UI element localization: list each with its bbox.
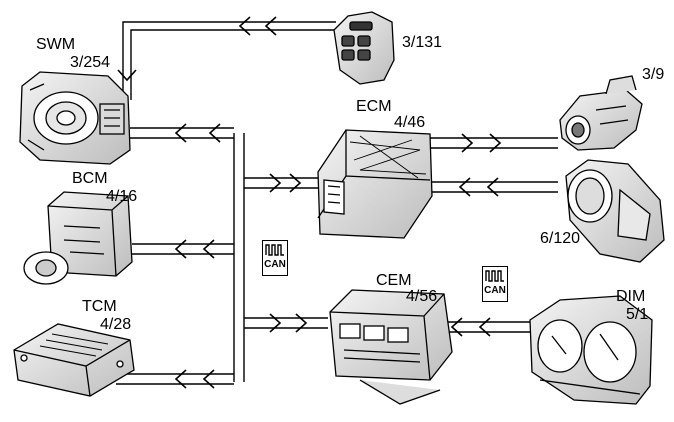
bcm-name-label: BCM bbox=[72, 170, 108, 187]
bcm-module-image bbox=[23, 191, 133, 285]
double-arrow-icon bbox=[174, 123, 187, 143]
can-label-right: CAN bbox=[484, 285, 506, 296]
swm-code-label: 3/254 bbox=[70, 54, 111, 71]
double-arrow-icon bbox=[269, 173, 282, 193]
double-arrow-icon bbox=[117, 69, 137, 82]
steering-buttons-image bbox=[333, 11, 395, 85]
tcm-code-label: 4/28 bbox=[100, 316, 132, 333]
cem-name-label: CEM bbox=[376, 272, 412, 289]
double-arrow-icon bbox=[202, 239, 215, 259]
connection-arrows bbox=[117, 16, 502, 389]
double-arrow-icon bbox=[478, 317, 491, 337]
double-arrow-icon bbox=[174, 239, 187, 259]
sensor-code-label: 3/9 bbox=[642, 66, 665, 83]
double-arrow-icon bbox=[450, 317, 463, 337]
swm-module-image bbox=[19, 71, 131, 165]
double-arrow-icon bbox=[489, 133, 502, 153]
can-bus-icon: CAN bbox=[482, 266, 508, 302]
ecm-module-image bbox=[317, 129, 433, 239]
tcm-name-label: TCM bbox=[82, 298, 117, 315]
can-label-left: CAN bbox=[264, 259, 286, 270]
swm-name-label: SWM bbox=[36, 36, 76, 53]
sensor-image bbox=[559, 75, 643, 151]
steering-buttons-code-label: 3/131 bbox=[402, 34, 443, 51]
double-arrow-icon bbox=[486, 177, 499, 197]
ecm-code-label: 4/46 bbox=[394, 114, 426, 131]
cem-code-label: 4/56 bbox=[406, 288, 438, 305]
double-arrow-icon bbox=[202, 369, 215, 389]
can-bus-icon: CAN bbox=[262, 240, 288, 276]
double-arrow-icon bbox=[238, 16, 251, 36]
dim-name-label: DIM bbox=[616, 288, 646, 305]
double-arrow-icon bbox=[295, 313, 308, 333]
throttle-code-label: 6/120 bbox=[540, 230, 581, 247]
ecm-name-label: ECM bbox=[356, 98, 392, 115]
dim-module-image bbox=[529, 295, 653, 405]
throttle-unit-image bbox=[565, 159, 665, 263]
double-arrow-icon bbox=[208, 123, 221, 143]
double-arrow-icon bbox=[461, 133, 474, 153]
dim-code-label: 5/1 bbox=[626, 306, 649, 323]
double-arrow-icon bbox=[458, 177, 471, 197]
cem-module-image bbox=[329, 289, 453, 405]
double-arrow-icon bbox=[264, 16, 277, 36]
tcm-module-image bbox=[13, 323, 135, 397]
double-arrow-icon bbox=[269, 313, 282, 333]
bcm-code-label: 4/16 bbox=[106, 188, 138, 205]
double-arrow-icon bbox=[289, 173, 302, 193]
double-arrow-icon bbox=[174, 369, 187, 389]
